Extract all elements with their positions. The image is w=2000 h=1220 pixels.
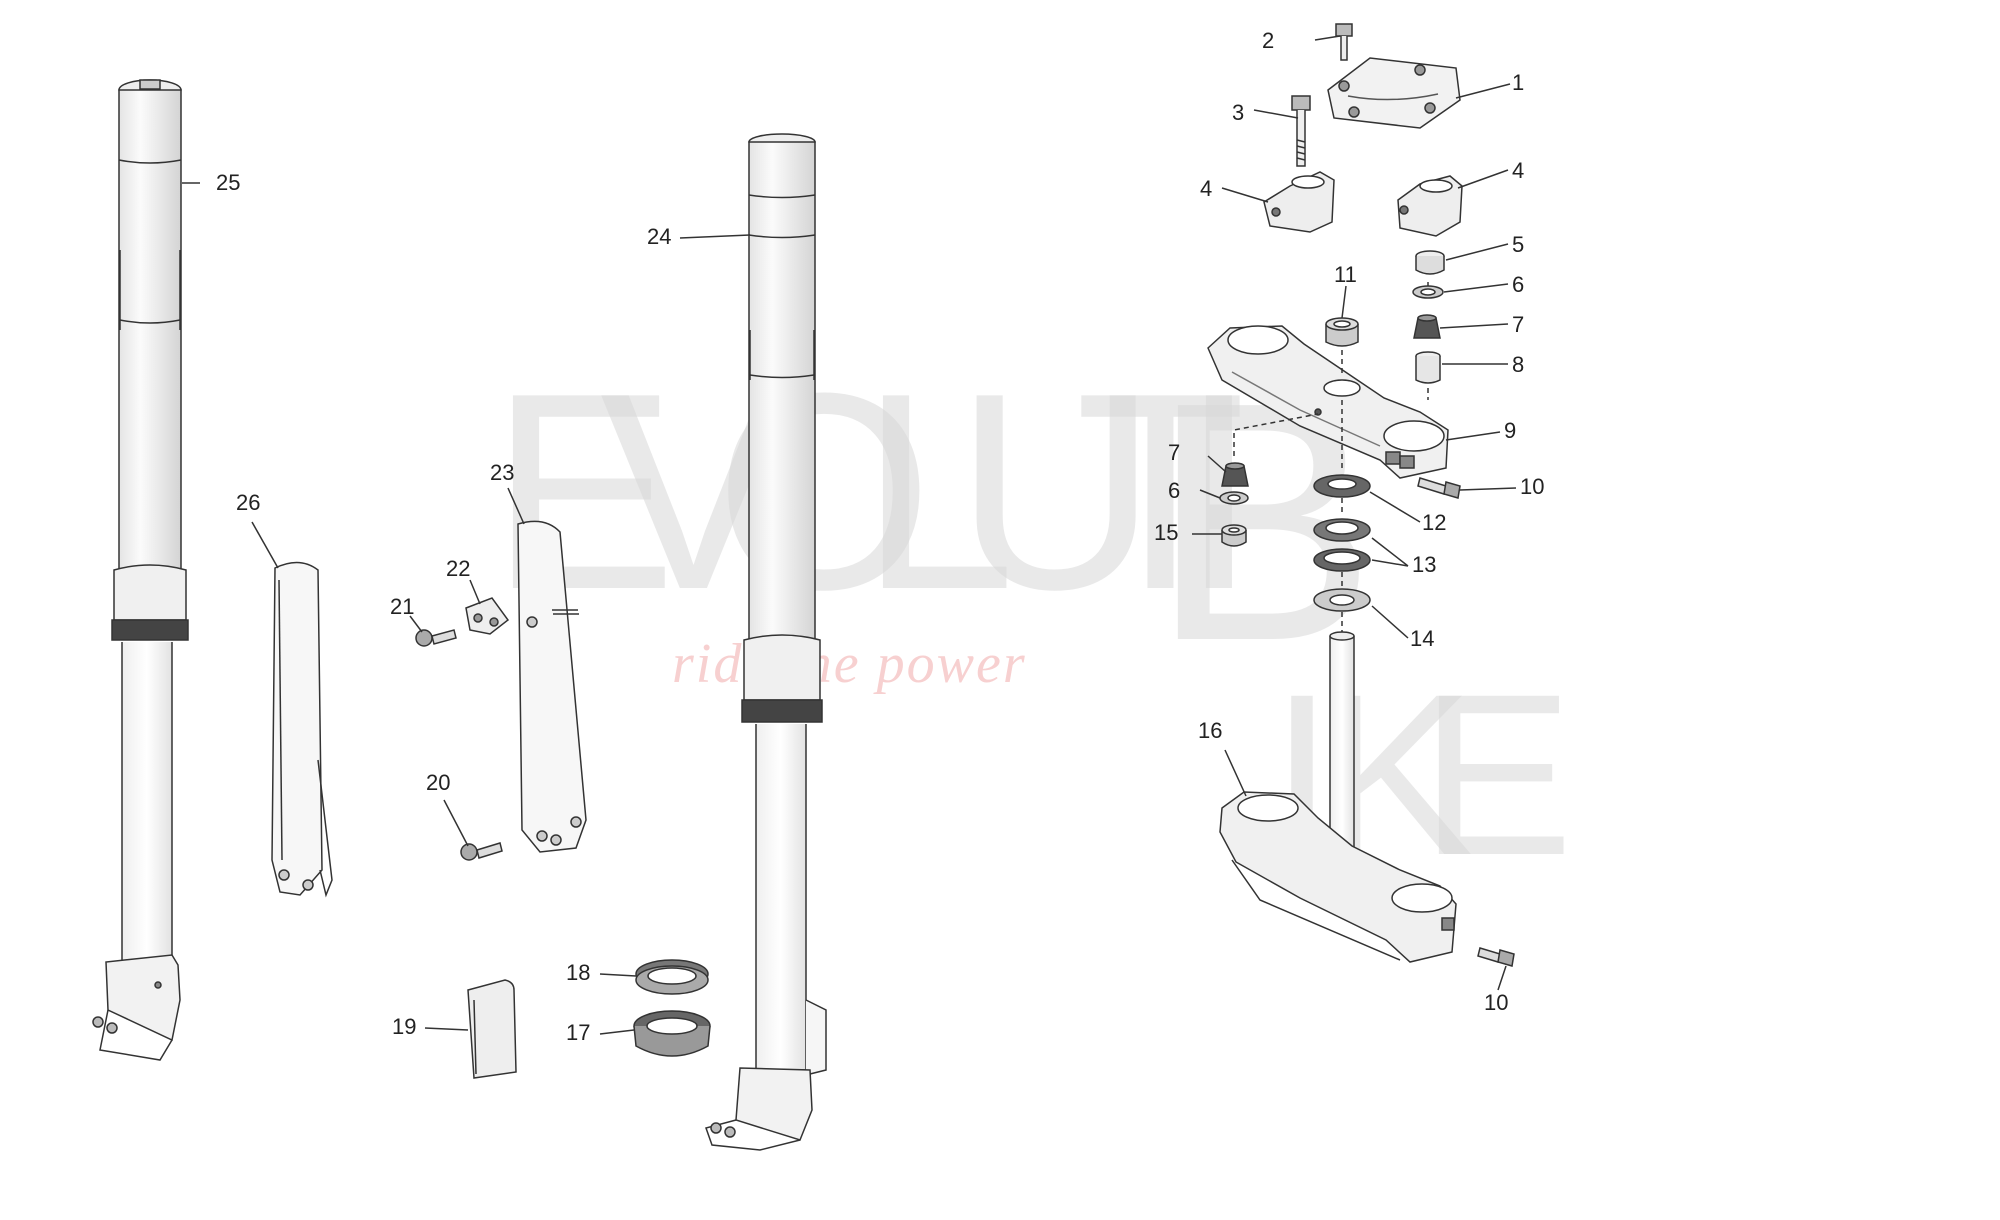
callout-4-left: 4 bbox=[1200, 176, 1213, 201]
fork-guard-23 bbox=[517, 520, 587, 853]
bushing-8 bbox=[1415, 351, 1441, 384]
callout-6-left: 6 bbox=[1168, 478, 1181, 503]
screw-20 bbox=[460, 842, 503, 861]
washer-6-right bbox=[1412, 285, 1444, 299]
callout-15: 15 bbox=[1154, 520, 1179, 545]
callout-10-lower: 10 bbox=[1484, 990, 1509, 1015]
callout-20: 20 bbox=[426, 770, 451, 795]
clamp-top-1 bbox=[1327, 57, 1461, 129]
callout-25: 25 bbox=[216, 170, 241, 195]
clip-22 bbox=[465, 597, 510, 635]
pad-19 bbox=[467, 979, 517, 1079]
callout-22: 22 bbox=[446, 556, 471, 581]
bolt-10-lower bbox=[1477, 947, 1515, 967]
callout-14: 14 bbox=[1410, 626, 1435, 651]
callout-8: 8 bbox=[1512, 352, 1525, 377]
lower-triple-clamp-16 bbox=[1219, 631, 1457, 963]
bolt-2 bbox=[1335, 23, 1353, 61]
callout-3: 3 bbox=[1232, 100, 1245, 125]
washer-6-left bbox=[1219, 491, 1249, 505]
callout-23: 23 bbox=[490, 460, 515, 485]
callout-11: 11 bbox=[1334, 262, 1357, 287]
callout-21: 21 bbox=[390, 594, 415, 619]
bolt-10-upper bbox=[1417, 477, 1461, 499]
nut-15 bbox=[1221, 524, 1247, 547]
upper-triple-clamp-9 bbox=[1207, 325, 1449, 479]
fork-guard-26 bbox=[271, 561, 333, 898]
callout-17: 17 bbox=[566, 1020, 591, 1045]
spacer-5 bbox=[1415, 250, 1445, 275]
fork-leg-left bbox=[92, 79, 189, 1061]
clamp-base-left-4 bbox=[1263, 171, 1335, 233]
callout-4-right: 4 bbox=[1512, 158, 1525, 183]
rubber-7-left bbox=[1221, 462, 1249, 487]
callout-2: 2 bbox=[1262, 28, 1275, 53]
callout-18: 18 bbox=[566, 960, 591, 985]
callout-26: 26 bbox=[236, 490, 261, 515]
bearing-cup-12 bbox=[1313, 474, 1371, 498]
seal-18 bbox=[635, 959, 709, 995]
callout-5: 5 bbox=[1512, 232, 1525, 257]
callout-1: 1 bbox=[1512, 70, 1525, 95]
seal-17 bbox=[633, 1010, 711, 1057]
callout-9: 9 bbox=[1504, 418, 1517, 443]
callout-10-upper: 10 bbox=[1520, 474, 1545, 499]
leader-lines bbox=[182, 35, 1517, 1035]
callout-24: 24 bbox=[647, 224, 672, 249]
callout-12: 12 bbox=[1422, 510, 1447, 535]
callout-6-right: 6 bbox=[1512, 272, 1525, 297]
callout-7-left: 7 bbox=[1168, 440, 1181, 465]
nut-11 bbox=[1325, 317, 1359, 347]
assembly-guide-lines bbox=[1233, 282, 1429, 632]
callout-16: 16 bbox=[1198, 718, 1223, 743]
bearing-14 bbox=[1313, 588, 1371, 612]
callout-13: 13 bbox=[1412, 552, 1437, 577]
bolt-3 bbox=[1291, 95, 1311, 167]
clamp-base-right-4 bbox=[1397, 175, 1463, 237]
rubber-7-right bbox=[1413, 314, 1441, 339]
callout-19: 19 bbox=[392, 1014, 417, 1039]
callout-7-right: 7 bbox=[1512, 312, 1525, 337]
fork-leg-right bbox=[705, 133, 827, 1151]
screw-21 bbox=[415, 629, 457, 647]
bearing-13 bbox=[1313, 518, 1371, 572]
